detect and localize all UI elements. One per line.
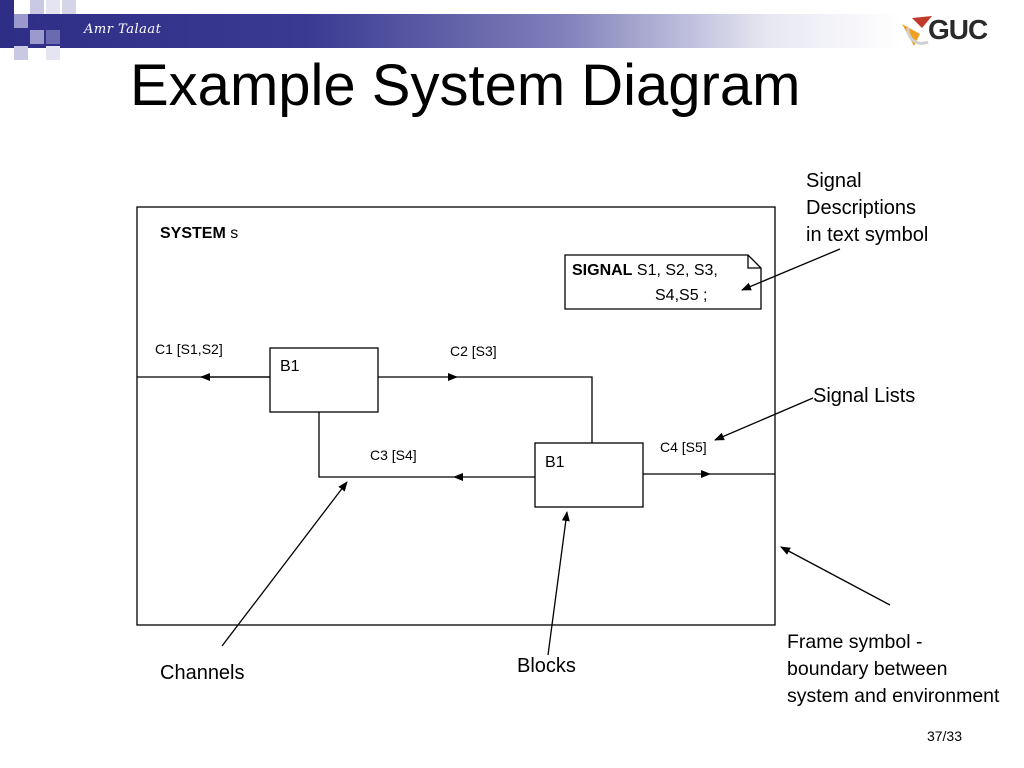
note-line: in text symbol (806, 224, 929, 246)
header-band (0, 14, 1024, 48)
channel-c1-label: C1 [S1,S2] (155, 341, 223, 357)
block-2 (534, 442, 644, 508)
deco-square (14, 46, 28, 60)
signal-keyword: SIGNAL (572, 262, 633, 279)
deco-square (46, 0, 60, 14)
channel-c4-label: C4 [S5] (660, 439, 707, 455)
deco-square (46, 46, 60, 60)
deco-square (62, 0, 76, 14)
pointer-signal-lists (714, 397, 814, 441)
logo-emblem-icon (902, 16, 932, 46)
page-number: 37/33 (926, 728, 962, 744)
signal-lists-note: Signal Lists (813, 385, 916, 407)
channels-note: Channels (160, 662, 245, 684)
pointer-blocks (547, 511, 570, 656)
channel-c2-label: C2 [S3] (450, 343, 497, 359)
slide-title: Example System Diagram (130, 53, 801, 118)
deco-square (30, 30, 44, 44)
deco-square (0, 0, 14, 14)
pointer-channels (221, 481, 348, 647)
block-2-label: B1 (545, 454, 565, 471)
deco-square (14, 14, 28, 28)
frame-symbol-note: Frame symbol - boundary between system a… (787, 629, 999, 710)
signal-descriptions-note: Signal Descriptions in text symbol (806, 168, 928, 249)
note-line: Descriptions (806, 197, 917, 219)
system-keyword: SYSTEM (160, 225, 226, 242)
blocks-note: Blocks (517, 655, 576, 677)
logo-text: GUC (928, 14, 988, 45)
text-symbol (564, 254, 762, 310)
channel-c2-line (457, 376, 593, 443)
signal-list-line1: S1, S2, S3, (636, 262, 718, 279)
channel-c3-line (318, 412, 454, 478)
signal-declaration-line1: SIGNAL S1, S2, S3, (572, 262, 718, 280)
note-line: boundary between (787, 658, 948, 680)
guc-logo: GUC (898, 10, 998, 50)
text-symbol-fold (747, 255, 761, 269)
note-line: Frame symbol - (787, 631, 923, 653)
note-line: Signal (806, 170, 862, 192)
deco-square (46, 30, 60, 44)
author-name: Amr Talaat (84, 22, 162, 37)
system-heading: SYSTEM s (160, 225, 238, 243)
deco-square (30, 0, 44, 14)
pointer-signal-descriptions (741, 248, 841, 291)
block-1 (269, 347, 379, 413)
signal-list-line2: S4,S5 ; (655, 287, 708, 304)
pointer-frame-symbol (780, 546, 891, 606)
block-1-label: B1 (280, 358, 300, 375)
system-name: s (230, 225, 239, 242)
note-line: system and environment (787, 685, 1000, 707)
channel-c3-label: C3 [S4] (370, 447, 417, 463)
